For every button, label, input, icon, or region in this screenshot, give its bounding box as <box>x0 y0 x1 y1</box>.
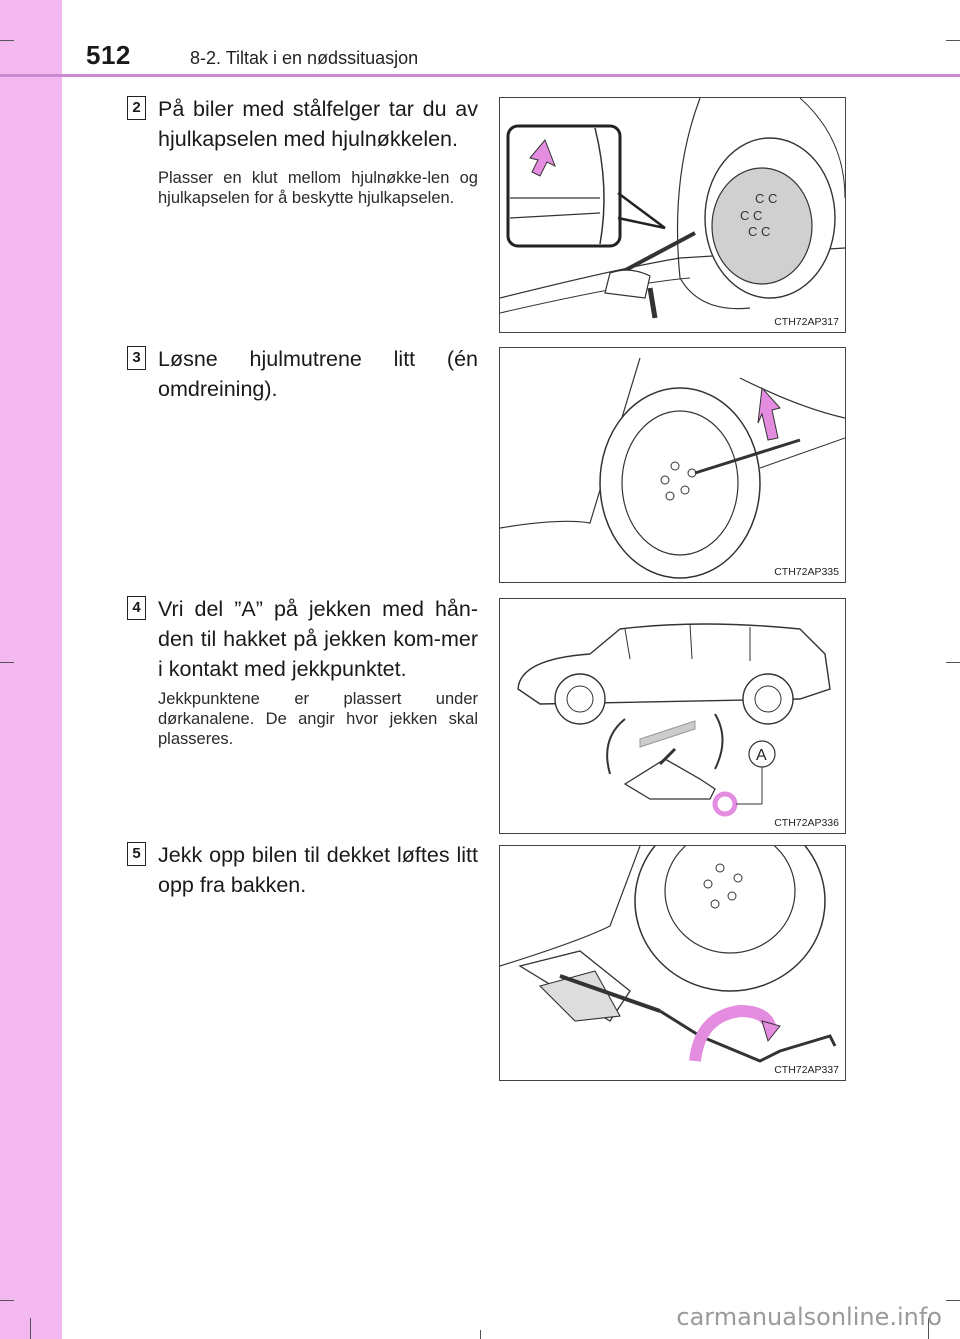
step-note: Plasser en klut mellom hjulnøkke-len og … <box>158 169 478 207</box>
step-instruction: Jekk opp bilen til dekket løftes litt op… <box>158 843 478 897</box>
svg-text:C C: C C <box>748 224 770 239</box>
crop-mark <box>0 1300 14 1301</box>
step-instruction: På biler med stålfelger tar du av hjulka… <box>158 97 478 151</box>
step-instruction: Løsne hjulmutrene litt (én omdreining). <box>158 347 478 401</box>
figure-code: CTH72AP337 <box>774 1064 839 1076</box>
step-note: Jekkpunktene er plassert under dørkanale… <box>158 690 478 748</box>
section-title: 8-2. Tiltak i en nødssituasjon <box>190 48 419 68</box>
svg-text:C C: C C <box>740 208 762 223</box>
svg-text:C C: C C <box>755 191 777 206</box>
crop-mark <box>946 40 960 41</box>
step-number-badge: 2 <box>127 96 146 120</box>
figure-loosen-wheel-nuts: CTH72AP335 <box>499 347 846 583</box>
figure-code: CTH72AP335 <box>774 566 839 578</box>
crop-mark <box>946 1300 960 1301</box>
watermark: carmanualsonline.info <box>676 1303 942 1331</box>
figure-jack-positioning: A CTH72AP336 <box>499 598 846 834</box>
crop-mark <box>0 662 14 663</box>
crop-mark <box>928 1318 929 1339</box>
figure-code: CTH72AP317 <box>774 316 839 328</box>
figure-raise-vehicle: CTH72AP337 <box>499 845 846 1081</box>
callout-label: A <box>756 747 767 764</box>
crop-mark <box>946 662 960 663</box>
figure-remove-wheel-cap: C C C C C C CTH72AP317 <box>499 97 846 333</box>
step-instruction: Vri del ”A” på jekken med hån-den til ha… <box>158 597 478 681</box>
step-number-badge: 4 <box>127 596 146 620</box>
side-tab-band <box>0 0 62 1339</box>
crop-mark <box>480 1330 481 1339</box>
step-number-badge: 5 <box>127 842 146 866</box>
figure-code: CTH72AP336 <box>774 817 839 829</box>
page-number: 512 <box>86 40 131 70</box>
crop-mark <box>30 1318 31 1339</box>
step-number-badge: 3 <box>127 346 146 370</box>
header-divider <box>0 74 960 77</box>
crop-mark <box>0 40 14 41</box>
